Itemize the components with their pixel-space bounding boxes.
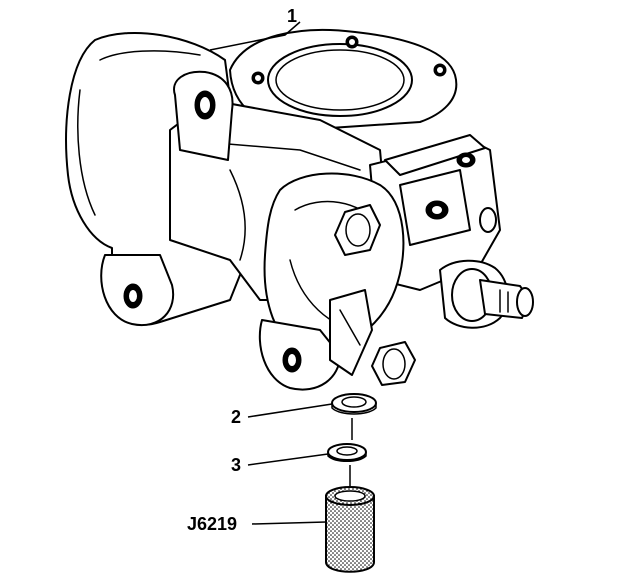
bolt-lower bbox=[371, 341, 416, 386]
leader-line-3 bbox=[247, 453, 329, 466]
leader-line-1 bbox=[209, 21, 301, 51]
washer-part-2 bbox=[331, 393, 377, 415]
seal-part-3 bbox=[327, 443, 367, 462]
leader-line-tool bbox=[251, 521, 327, 525]
callout-label-1: 1 bbox=[287, 6, 298, 26]
tool-j6219 bbox=[325, 486, 375, 573]
callout-label-3: 3 bbox=[231, 455, 242, 475]
callout-label-tool: J6219 bbox=[187, 514, 238, 534]
leader-line-2 bbox=[247, 403, 333, 418]
bolt-upper bbox=[334, 204, 381, 256]
steering-gear-housing bbox=[65, 28, 534, 391]
callout-label-2: 2 bbox=[231, 407, 242, 427]
